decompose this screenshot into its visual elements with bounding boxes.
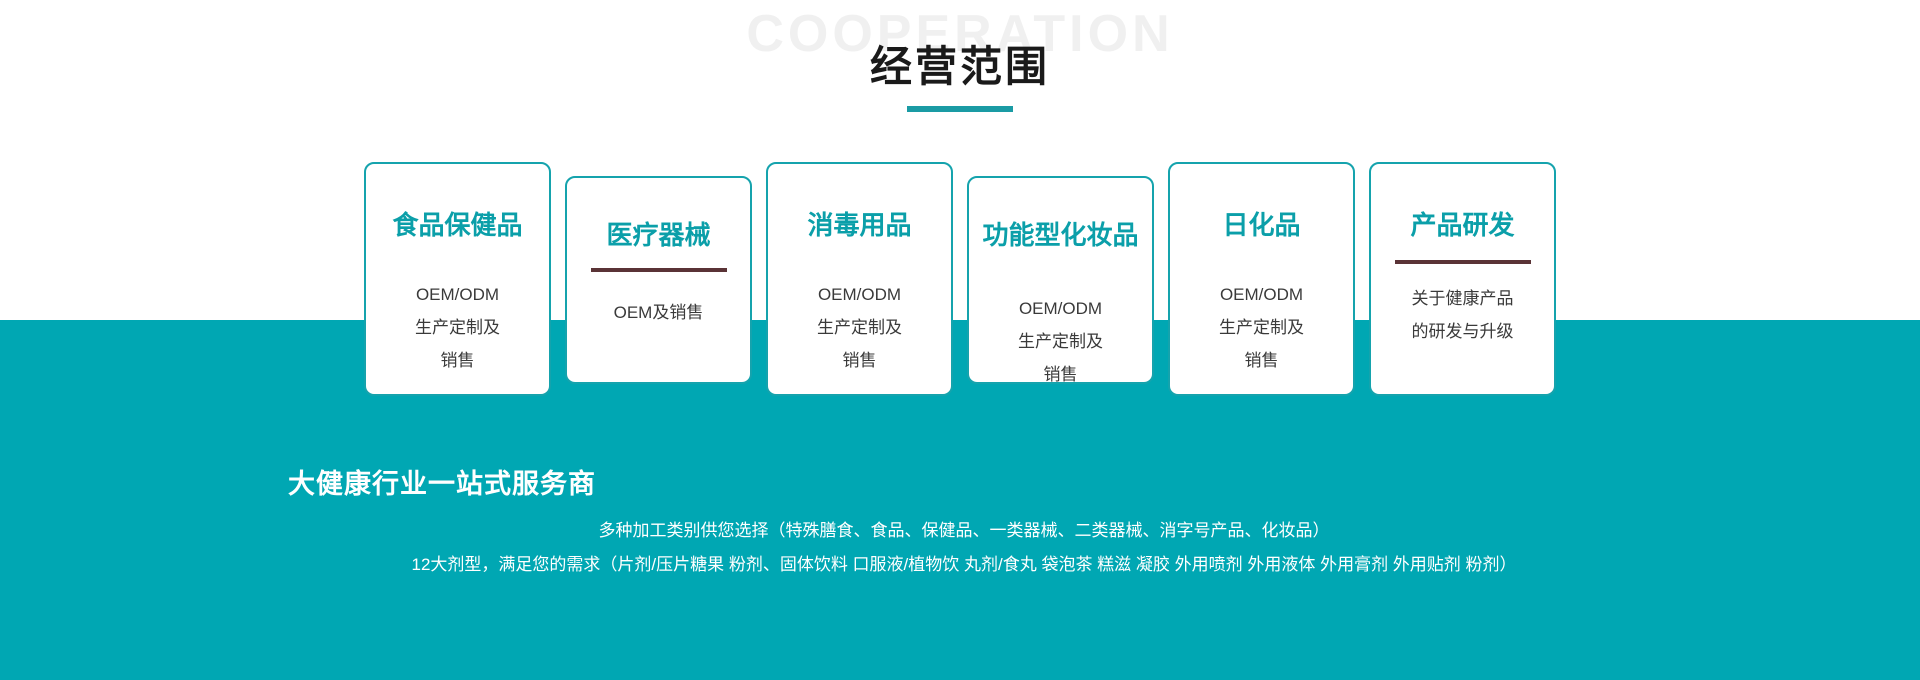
card-title: 日化品 bbox=[1222, 210, 1301, 240]
card-description: 关于健康产品的研发与升级 bbox=[1411, 289, 1514, 342]
title-underline bbox=[907, 106, 1013, 112]
bottom-info-block: 大健康行业一站式服务商 多种加工类别供您选择（特殊膳食、食品、保健品、一类器械、… bbox=[0, 468, 1920, 581]
card-title: 医疗器械 bbox=[606, 220, 711, 250]
scope-card-product-rnd[interactable]: 产品研发 关于健康产品的研发与升级 bbox=[1369, 162, 1556, 396]
card-title: 消毒用品 bbox=[807, 210, 912, 240]
card-description: OEM及销售 bbox=[613, 303, 704, 322]
card-divider bbox=[1394, 260, 1531, 264]
watermark-text: COOPERATION bbox=[746, 5, 1174, 63]
page-title: 经营范围 bbox=[869, 43, 1051, 90]
bottom-headline: 大健康行业一站式服务商 bbox=[288, 469, 596, 499]
section-header: COOPERATION 经营范围 bbox=[0, 0, 1920, 140]
card-title: 食品保健品 bbox=[392, 210, 523, 240]
teal-background-band bbox=[0, 320, 1920, 680]
bottom-paragraphs: 多种加工类别供您选择（特殊膳食、食品、保健品、一类器械、二类器械、消字号产品、化… bbox=[280, 514, 1640, 580]
card-title: 功能型化妆品 bbox=[982, 220, 1139, 250]
card-title: 产品研发 bbox=[1410, 210, 1515, 240]
bottom-line-2: 12大剂型，满足您的需求（片剂/压片糖果 粉剂、固体饮料 口服液/植物饮 丸剂/… bbox=[411, 554, 1517, 574]
bottom-line-1: 多种加工类别供您选择（特殊膳食、食品、保健品、一类器械、二类器械、消字号产品、化… bbox=[598, 521, 1330, 541]
scope-card-medical-device[interactable]: 医疗器械 OEM及销售 bbox=[565, 176, 752, 384]
card-divider bbox=[590, 268, 727, 272]
